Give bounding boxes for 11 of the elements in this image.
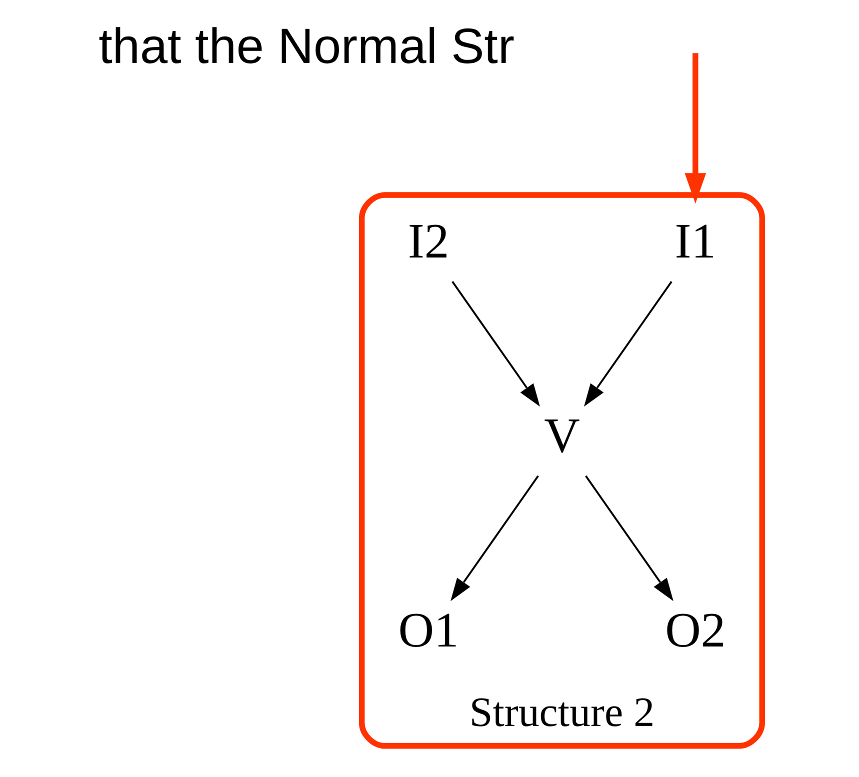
node-text: I1	[674, 214, 716, 269]
arrow	[452, 280, 540, 407]
node-text: O2	[665, 602, 726, 658]
node-text: O1	[398, 602, 459, 658]
node-text: I2	[408, 214, 450, 269]
label: that the Normal Str	[98, 18, 514, 74]
arrow	[684, 53, 706, 204]
arrow	[585, 475, 674, 602]
node-text: V	[544, 408, 580, 463]
arrow	[450, 475, 539, 602]
arrow	[584, 280, 672, 407]
